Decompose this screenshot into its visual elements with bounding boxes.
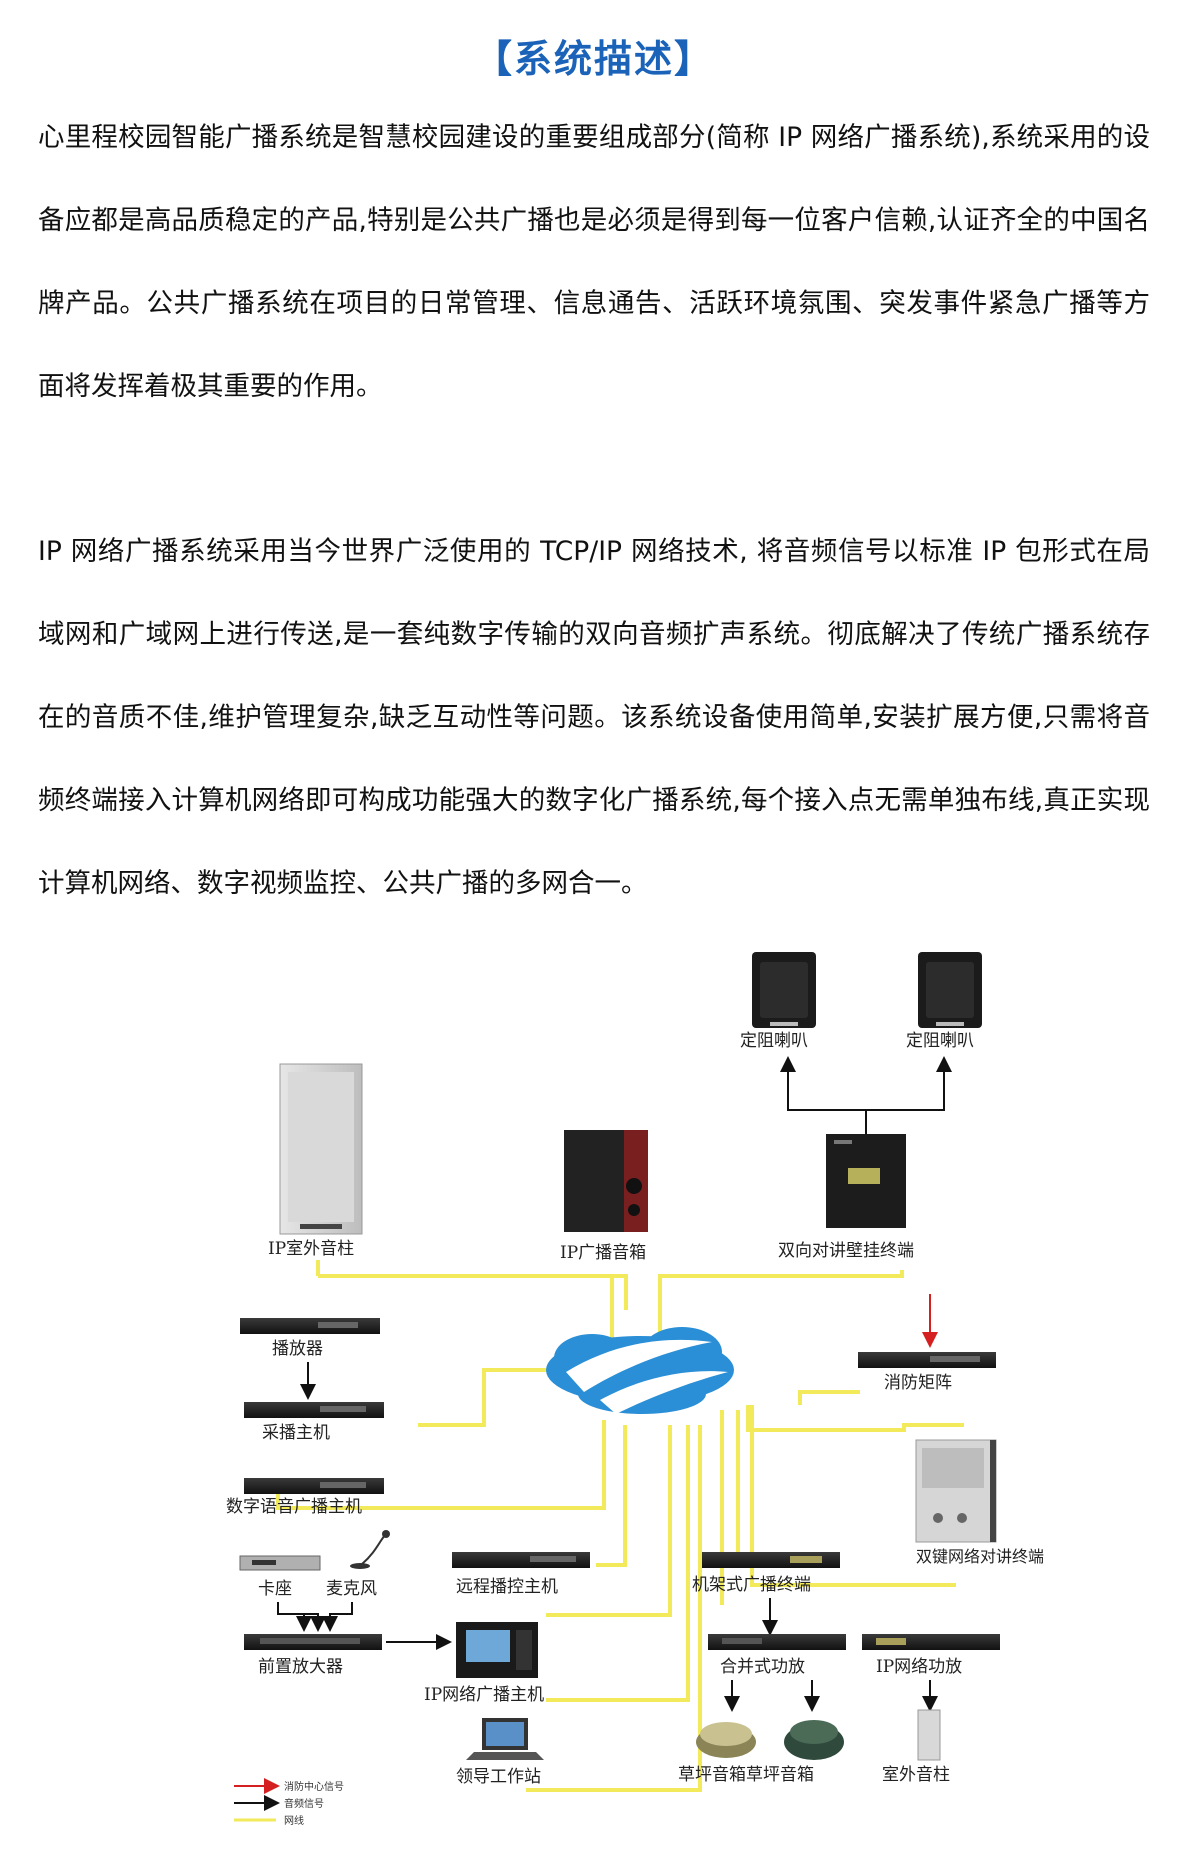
fire-matrix-icon	[858, 1352, 996, 1368]
fixed-resistance-speaker-right-icon	[918, 952, 982, 1028]
label-digital-voice-host: 数字语音广播主机	[226, 1497, 362, 1517]
intercom-wall-terminal-icon	[826, 1134, 906, 1228]
label-microphone: 麦克风	[326, 1579, 377, 1599]
audio-arrows-preamp	[277, 1602, 353, 1632]
network-cloud-icon	[546, 1327, 734, 1414]
mixer-amp-icon	[708, 1634, 846, 1650]
preamp-icon	[244, 1634, 382, 1650]
label-mixer-amp: 合并式功放	[720, 1657, 805, 1677]
label-remote-host: 远程播控主机	[456, 1577, 558, 1597]
technology-paragraph: IP 网络广播系统采用当今世界广泛使用的 TCP/IP 网络技术, 将音频信号以…	[38, 536, 1150, 899]
digital-voice-host-icon	[244, 1478, 384, 1494]
legend-fire: 消防中心信号	[284, 1780, 344, 1793]
label-lawn-speakers: 草坪音箱草坪音箱	[678, 1765, 814, 1785]
label-outdoor-column: IP室外音柱	[268, 1239, 354, 1259]
label-ip-speaker-box: IP广播音箱	[560, 1243, 646, 1263]
legend: 消防中心信号 音频信号 网线	[234, 1778, 344, 1827]
label-speaker-right: 定阻喇叭	[906, 1031, 974, 1051]
microphone-icon	[350, 1530, 390, 1569]
section-title: 【系统描述】	[473, 37, 714, 81]
label-intercom-wall: 双向对讲壁挂终端	[778, 1241, 914, 1261]
label-outdoor-column-small: 室外音柱	[882, 1765, 950, 1785]
label-dual-key-intercom: 双键网络对讲终端	[916, 1547, 1044, 1566]
intro-paragraph: 心里程校园智能广播系统是智慧校园建设的重要组成部分(简称 IP 网络广播系统),…	[38, 122, 1150, 402]
audio-arrows-top	[780, 1056, 952, 1134]
ip-outdoor-column-icon	[279, 1063, 363, 1235]
ip-speaker-box-icon	[564, 1130, 648, 1232]
ip-amp-icon	[862, 1634, 1000, 1650]
fixed-resistance-speaker-left-icon	[752, 952, 816, 1028]
label-ip-amp: IP网络功放	[876, 1657, 962, 1677]
outdoor-column-small-icon	[917, 1709, 941, 1761]
label-workstation: 领导工作站	[456, 1767, 541, 1787]
ip-main-host-icon	[456, 1622, 538, 1678]
player-icon	[240, 1318, 380, 1334]
rack-terminal-icon	[702, 1552, 840, 1568]
label-cassette: 卡座	[258, 1579, 292, 1599]
capture-host-icon	[244, 1402, 384, 1418]
remote-host-icon	[452, 1552, 590, 1568]
label-speaker-left: 定阻喇叭	[740, 1031, 808, 1051]
legend-audio: 音频信号	[284, 1797, 324, 1810]
label-capture-host: 采播主机	[262, 1423, 330, 1443]
label-rack-terminal: 机架式广播终端	[692, 1575, 811, 1595]
network-lines	[276, 1260, 964, 1792]
lawn-speaker-icon	[696, 1720, 844, 1760]
workstation-icon	[466, 1718, 544, 1760]
cassette-icon	[239, 1555, 321, 1571]
label-player: 播放器	[272, 1339, 323, 1359]
dual-key-intercom-icon	[915, 1439, 997, 1543]
legend-network: 网线	[284, 1814, 304, 1827]
label-fire-matrix: 消防矩阵	[884, 1373, 952, 1393]
label-ip-main-host: IP网络广播主机	[424, 1685, 544, 1705]
audio-arrows-lawn	[724, 1680, 820, 1712]
label-preamp: 前置放大器	[258, 1657, 343, 1677]
